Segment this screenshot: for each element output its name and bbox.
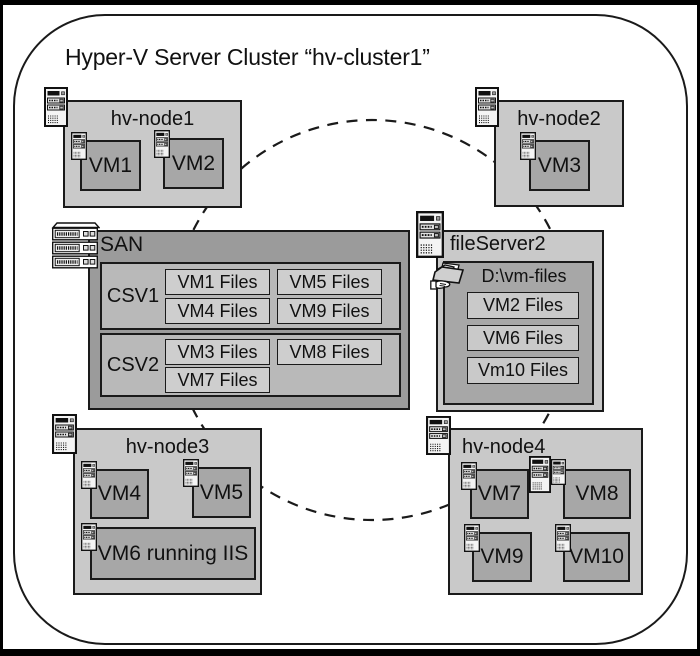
diagram-title: Hyper-V Server Cluster “hv-cluster1” bbox=[65, 44, 430, 70]
frame-top bbox=[0, 0, 700, 5]
vm-box-vm2: VM2 bbox=[163, 138, 224, 189]
file-box-vm10-files: Vm10 Files bbox=[467, 357, 579, 384]
file-box-vm6-files: VM6 Files bbox=[467, 325, 579, 351]
san-label: SAN bbox=[100, 233, 144, 256]
file-box-vm4-files: VM4 Files bbox=[165, 298, 270, 324]
server-tower-icon bbox=[529, 456, 551, 493]
vm-box-vm8: VM8 bbox=[563, 469, 631, 519]
share-path-label: D:\vm-files bbox=[481, 266, 567, 286]
vm-server-icon bbox=[461, 462, 477, 490]
vm-box-vm4: VM4 bbox=[90, 469, 149, 519]
vm-server-icon bbox=[81, 523, 97, 551]
csv1-label: CSV1 bbox=[106, 284, 160, 307]
file-box-vm2-files: VM2 Files bbox=[467, 292, 579, 319]
server-tower-icon bbox=[475, 87, 499, 127]
file-box-vm8-files: VM8 Files bbox=[277, 339, 382, 365]
file-box-vm1-files: VM1 Files bbox=[165, 269, 270, 295]
server-tower-icon bbox=[416, 211, 444, 258]
san-storage-icon bbox=[51, 222, 100, 269]
fileserver-label: fileServer2 bbox=[450, 233, 546, 255]
shared-folder-icon bbox=[430, 262, 465, 290]
node-label: hv-node4 bbox=[462, 436, 546, 458]
file-box-vm9-files: VM9 Files bbox=[277, 298, 382, 324]
frame-bottom bbox=[0, 649, 700, 656]
vm-server-icon bbox=[81, 461, 97, 489]
node-label: hv-node2 bbox=[517, 108, 601, 130]
vm-server-icon bbox=[154, 130, 170, 158]
vm-box-vm10: VM10 bbox=[563, 532, 630, 582]
server-tower-icon bbox=[52, 414, 77, 454]
server-tower-icon bbox=[426, 416, 451, 455]
file-box-vm5-files: VM5 Files bbox=[277, 269, 382, 295]
server-tower-icon bbox=[44, 87, 68, 127]
vm-box-vm6: VM6 running IIS bbox=[90, 527, 256, 580]
vm-box-vm1: VM1 bbox=[80, 140, 141, 191]
vm-server-icon bbox=[464, 524, 480, 552]
frame-left bbox=[0, 0, 3, 656]
vm-server-icon bbox=[183, 459, 199, 487]
vm-server-icon bbox=[520, 132, 536, 160]
cluster-boundary bbox=[13, 14, 688, 645]
node-label: hv-node1 bbox=[110, 108, 195, 130]
vm-server-icon bbox=[71, 132, 87, 160]
frame-right bbox=[697, 0, 700, 656]
vm-box-vm3: VM3 bbox=[529, 140, 590, 191]
file-box-vm3-files: VM3 Files bbox=[165, 339, 270, 365]
vm-box-vm9: VM9 bbox=[472, 532, 532, 582]
vm-box-vm7: VM7 bbox=[470, 469, 529, 519]
node-label: hv-node3 bbox=[125, 436, 210, 458]
vm-box-vm5: VM5 bbox=[192, 467, 251, 518]
vm-server-icon bbox=[555, 524, 571, 552]
vm-server-icon bbox=[551, 459, 566, 485]
csv2-label: CSV2 bbox=[106, 353, 160, 376]
file-box-vm7-files: VM7 Files bbox=[165, 367, 270, 393]
